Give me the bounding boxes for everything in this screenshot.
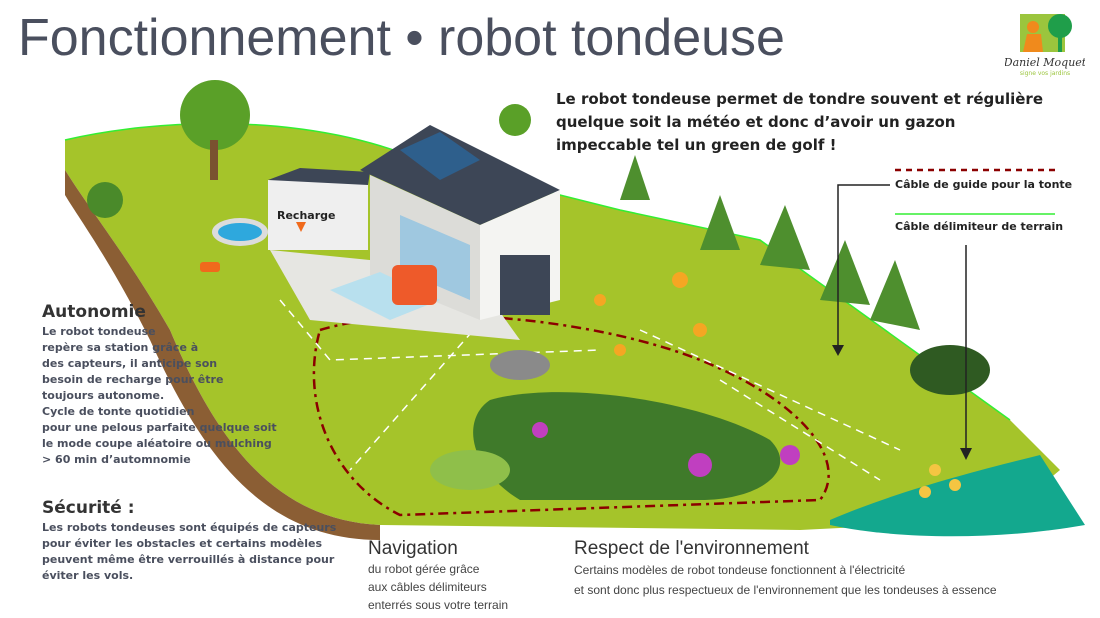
environnement-line: et sont donc plus respectueux de l'envir… [574, 583, 997, 597]
autonomie-section: Autonomie Le robot tondeuse repère sa st… [42, 302, 277, 468]
securite-section: Sécurité : Les robots tondeuses sont équ… [42, 498, 336, 584]
autonomie-line: > 60 min d’automnomie [42, 453, 191, 466]
autonomie-line: le mode coupe aléatoire ou mulching [42, 437, 272, 450]
navigation-title: Navigation [368, 538, 458, 559]
legend-guide-cable: Câble de guide pour la tonte [895, 178, 1073, 191]
autonomie-line: repère sa station grâce à [42, 341, 199, 354]
svg-text:signe vos jardins: signe vos jardins [1020, 70, 1070, 77]
securite-line: éviter les vols. [42, 569, 134, 582]
autonomie-title: Autonomie [42, 302, 146, 322]
environnement-line: Certains modèles de robot tondeuse fonct… [574, 563, 906, 577]
environnement-title: Respect de l'environnement [574, 538, 809, 559]
recharge-marker [296, 222, 306, 232]
title-separator: • [405, 9, 424, 67]
autonomie-line: toujours autonome. [42, 389, 165, 402]
autonomie-line: pour une pelous parfaite quelque soit [42, 421, 277, 434]
navigation-line: enterrés sous votre terrain [368, 598, 509, 612]
intro-text: Le robot tondeuse permet de tondre souve… [556, 90, 1043, 154]
recharge-label: Recharge [277, 209, 336, 222]
securite-line: Les robots tondeuses sont équipés de cap… [42, 521, 337, 534]
garage [268, 180, 368, 250]
legend-boundary-cable: Câble délimiteur de terrain [895, 220, 1064, 233]
environnement-section: Respect de l'environnement Certains modè… [574, 538, 997, 600]
navigation-line: du robot gérée grâce [368, 562, 480, 576]
securite-line: peuvent même être verrouillés à distance… [42, 553, 335, 566]
logo: Daniel Moquet signe vos jardins [1005, 14, 1085, 77]
pool [218, 223, 262, 241]
page-title: Fonctionnement • robot tondeuse [18, 8, 785, 68]
rock [490, 350, 550, 380]
robot-mower [200, 262, 220, 272]
autonomie-line: Cycle de tonte quotidien [42, 405, 195, 418]
title-part1: Fonctionnement [18, 9, 391, 67]
autonomie-line: Le robot tondeuse [42, 325, 156, 338]
navigation-line: aux câbles délimiteurs [368, 580, 487, 594]
securite-title: Sécurité : [42, 498, 135, 518]
solar-panel [400, 132, 480, 180]
pond [830, 455, 1085, 537]
svg-text:Daniel Moquet: Daniel Moquet [1005, 56, 1085, 69]
autonomie-line: des capteurs, il anticipe son [42, 357, 218, 370]
title-part2: robot tondeuse [438, 9, 785, 67]
autonomie-line: besoin de recharge pour être [42, 373, 224, 386]
navigation-section: Navigation du robot gérée grâce aux câbl… [368, 538, 508, 614]
securite-line: pour éviter les obstacles et certains mo… [42, 537, 323, 550]
